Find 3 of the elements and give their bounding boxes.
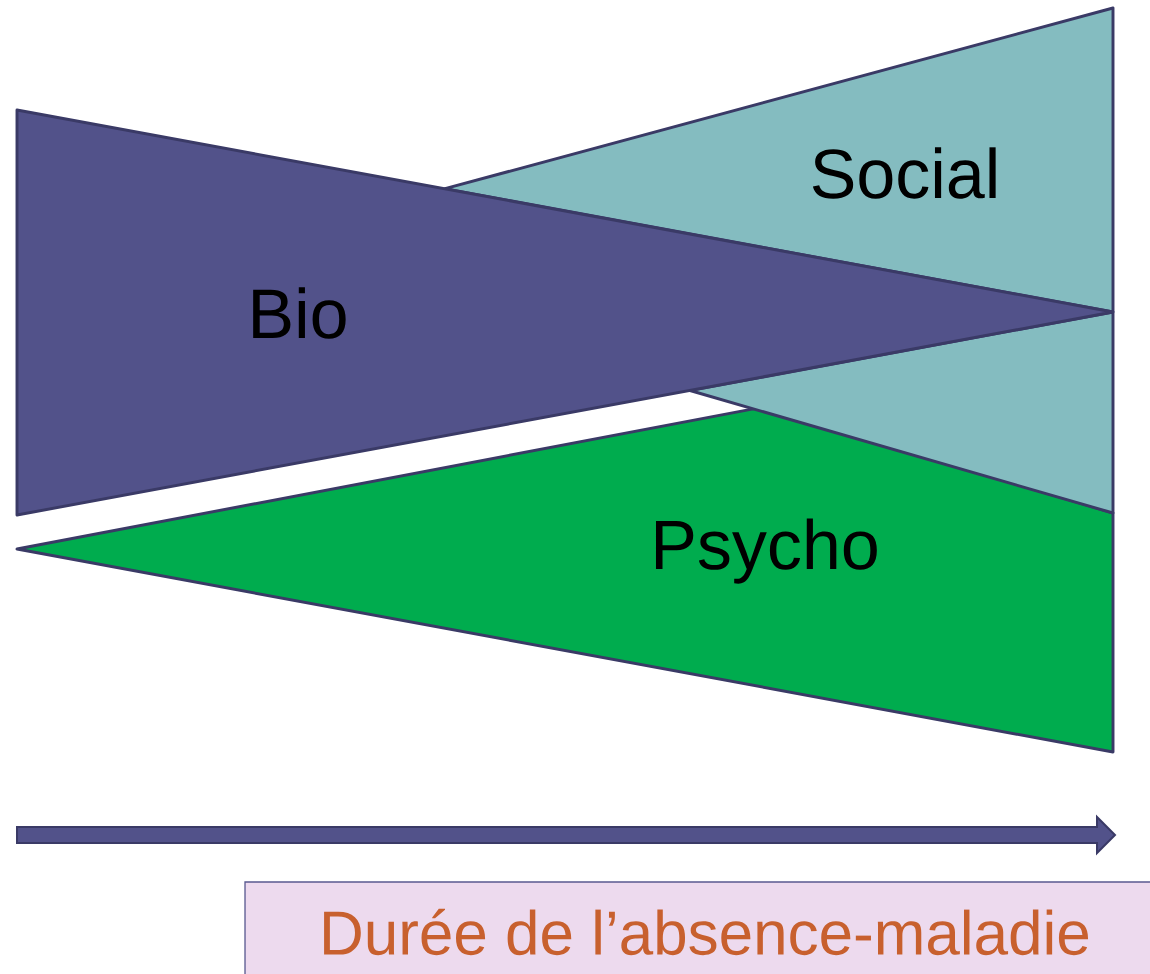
- triangle: Psycho: [15, 406, 1115, 754]
- label-box: Durée de l’absence-maladie: [244, 881, 1150, 974]
- triangle: Social: [443, 6, 1115, 515]
